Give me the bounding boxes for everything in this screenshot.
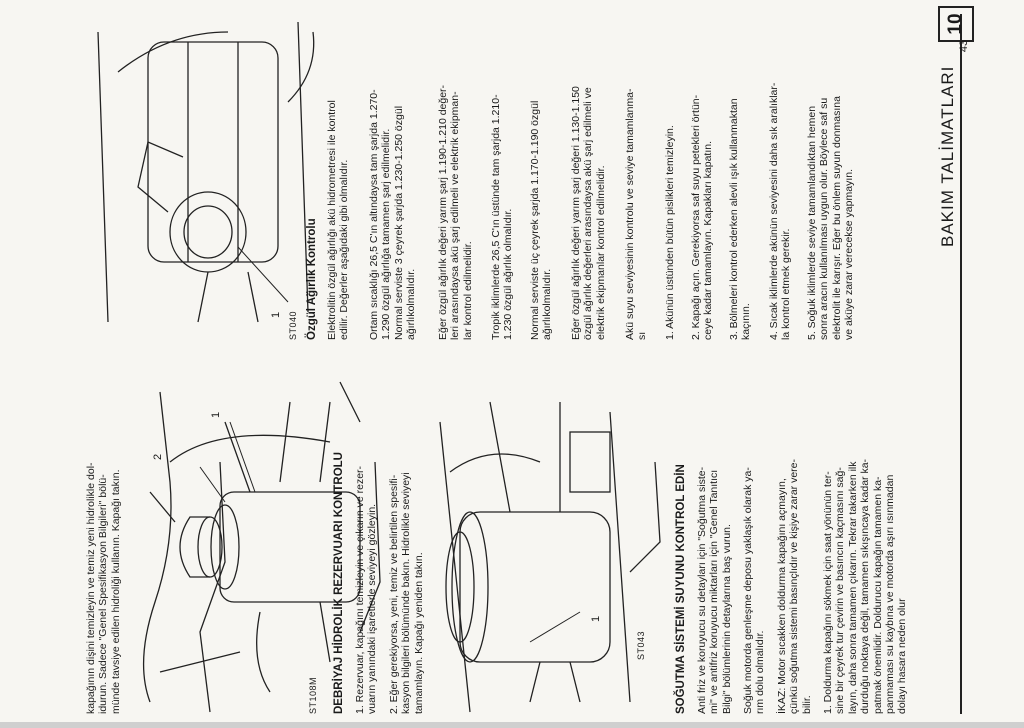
figure1-caption: ST108M: [308, 676, 318, 714]
gravity-paragraph-6: Eğer özgül ağırlık değeri yarım şarj değ…: [570, 86, 607, 340]
scan-bottom-edge: [0, 722, 1024, 728]
gravity-paragraph-3: Eğer özgül ağırlık değeri yarım şarj 1.1…: [437, 84, 474, 340]
cooling-warning: İKAZ: Motor sıcakken doldurma kapağını a…: [776, 458, 813, 714]
clutch-step-1: 1. Rezervuar, kapağını temizleyin ve çık…: [354, 465, 379, 714]
level-step-1: 1. Akünün üstünden bütün pislikleri temi…: [664, 125, 676, 340]
figure-clutch-reservoir: [439, 401, 661, 713]
figure2-caption: ST043: [636, 630, 646, 660]
figure3-label-1: 1: [270, 311, 282, 318]
gravity-paragraph-2: Ortam sıcaklığı 26,5 C'ın altındaysa tam…: [368, 89, 418, 340]
page-number: 43: [958, 39, 971, 53]
clutch-step-2: 2. Eğer gerekiyorsa, yeni, temiz ve beli…: [388, 472, 425, 714]
figure-coolant-tank: [97, 21, 315, 323]
figure-brake-reservoir: [142, 381, 381, 713]
gravity-paragraph-1: Elektrolitin özgül ağırlığı akü hidromet…: [326, 100, 351, 340]
gravity-paragraph-5: Normal serviste üç çeyrek şarjda 1.170-1…: [529, 100, 554, 340]
specific-gravity-heading: Özgül Ağırlık Kontrolu: [306, 218, 318, 340]
level-step-5: 5. Soğuk iklimlerde seviye tamamlandıkta…: [806, 96, 856, 340]
cooling-paragraph-1: Anti friz ve koruyucu su detayları için …: [696, 466, 733, 714]
figure2-label-1: 1: [590, 615, 602, 622]
intro-paragraph: kapağının dişini temizleyin ve temiz yen…: [85, 462, 122, 714]
section-number-box: 10: [938, 6, 974, 42]
figure1-label-1: 1: [210, 411, 222, 418]
page-title: BAKIM TALİMATLARI: [938, 65, 957, 247]
clutch-reservoir-heading: DEBRİYAJ HİDROLİK REZERVUARI KONTROLU: [333, 452, 345, 714]
figure1-label-2: 2: [152, 453, 164, 460]
level-heading-paragraph: Akü suyu seviyesinin kontrolu ve seviye …: [624, 88, 649, 340]
level-step-2: 2. Kapağı açın. Gerekiyorsa saf suyu pet…: [690, 94, 715, 340]
figure3-caption: ST040: [288, 310, 298, 340]
level-step-3: 3. Bölmeleri kontrol ederken alevli ışık…: [728, 98, 753, 340]
level-step-4: 4. Sıcak iklimlerde akünün seviyesini da…: [768, 82, 793, 340]
cooling-paragraph-2: Soğuk motorda genleşme deposu yaklaşık o…: [742, 467, 767, 714]
cooling-step-1: 1. Doldurma kapağını sökmek için saat yö…: [822, 458, 909, 714]
header-rule: [960, 14, 962, 714]
gravity-paragraph-4: Tropik iklimlerde 26,5 C'ın üstünde tam …: [490, 94, 515, 340]
cooling-system-heading: SOĞUTMA SİSTEMİ SUYUNU KONTROL EDİN: [675, 464, 687, 714]
